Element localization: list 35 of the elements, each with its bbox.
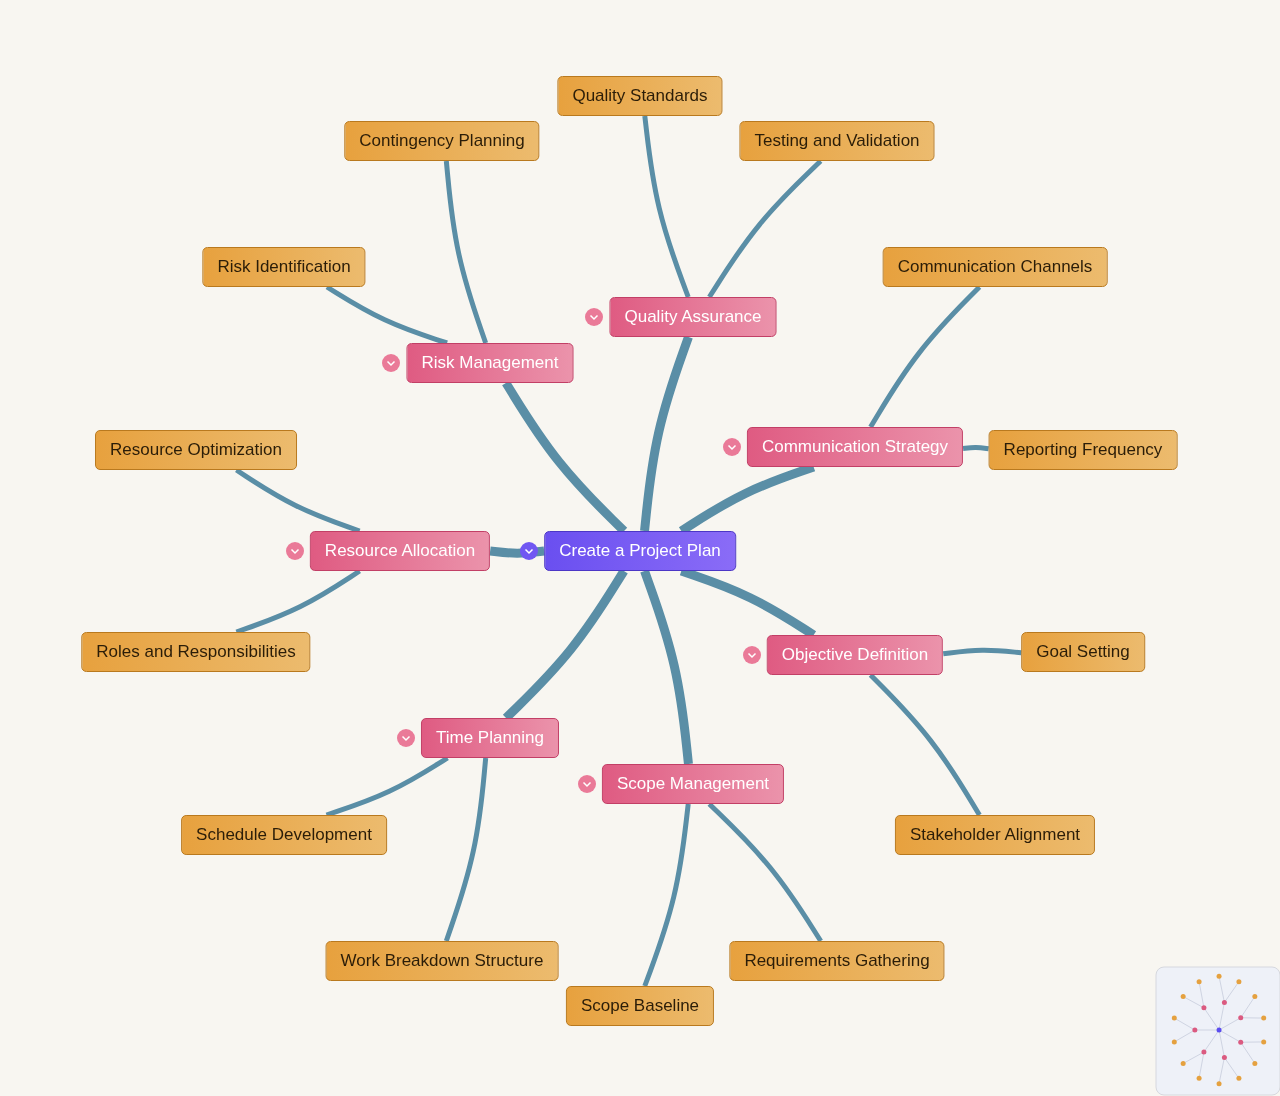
connector-line <box>962 445 989 452</box>
connector-line <box>640 569 693 765</box>
subtopic-box: Reporting Frequency <box>988 430 1178 470</box>
branch-topic-box: Communication Strategy <box>746 427 964 467</box>
branch-topic-box: Risk Management <box>406 343 574 383</box>
connector-line <box>443 757 489 942</box>
branch-topic-box: Scope Management <box>601 764 785 804</box>
subtopic-box: Scope Baseline <box>565 986 715 1026</box>
connector-line <box>489 546 545 558</box>
branch-topic-box: Time Planning <box>421 718 559 758</box>
connector-line <box>942 647 1022 657</box>
subtopic-box: Roles and Responsibilities <box>81 632 311 672</box>
subtopic-box: Risk Identification <box>202 247 366 287</box>
subtopic-box: Contingency Planning <box>344 121 540 161</box>
subtopic-box: Communication Channels <box>882 247 1108 287</box>
connector-line <box>707 159 823 299</box>
subtopic-box: Work Breakdown Structure <box>325 941 559 981</box>
subtopic-box: Stakeholder Alignment <box>894 815 1096 855</box>
connector-line <box>640 335 693 532</box>
branch-topic-box: Resource Allocation <box>309 531 491 571</box>
root-topic-box: Create a Project Plan <box>544 531 736 571</box>
subtopic-box: Resource Optimization <box>95 430 297 470</box>
connector-line <box>868 285 982 429</box>
connector-line <box>642 803 691 987</box>
subtopic-box: Goal Setting <box>1021 632 1145 672</box>
subtopic-box: Requirements Gathering <box>729 941 945 981</box>
branch-topic-box: Quality Assurance <box>609 297 777 337</box>
connector-line <box>707 802 823 943</box>
connector-line <box>443 160 489 344</box>
subtopic-box: Schedule Development <box>181 815 387 855</box>
subtopic-box: Quality Standards <box>557 76 723 116</box>
subtopic-box: Testing and Validation <box>739 121 935 161</box>
branch-topic-box: Objective Definition <box>766 635 944 675</box>
connector-line <box>868 673 982 817</box>
connector-line <box>642 115 691 298</box>
